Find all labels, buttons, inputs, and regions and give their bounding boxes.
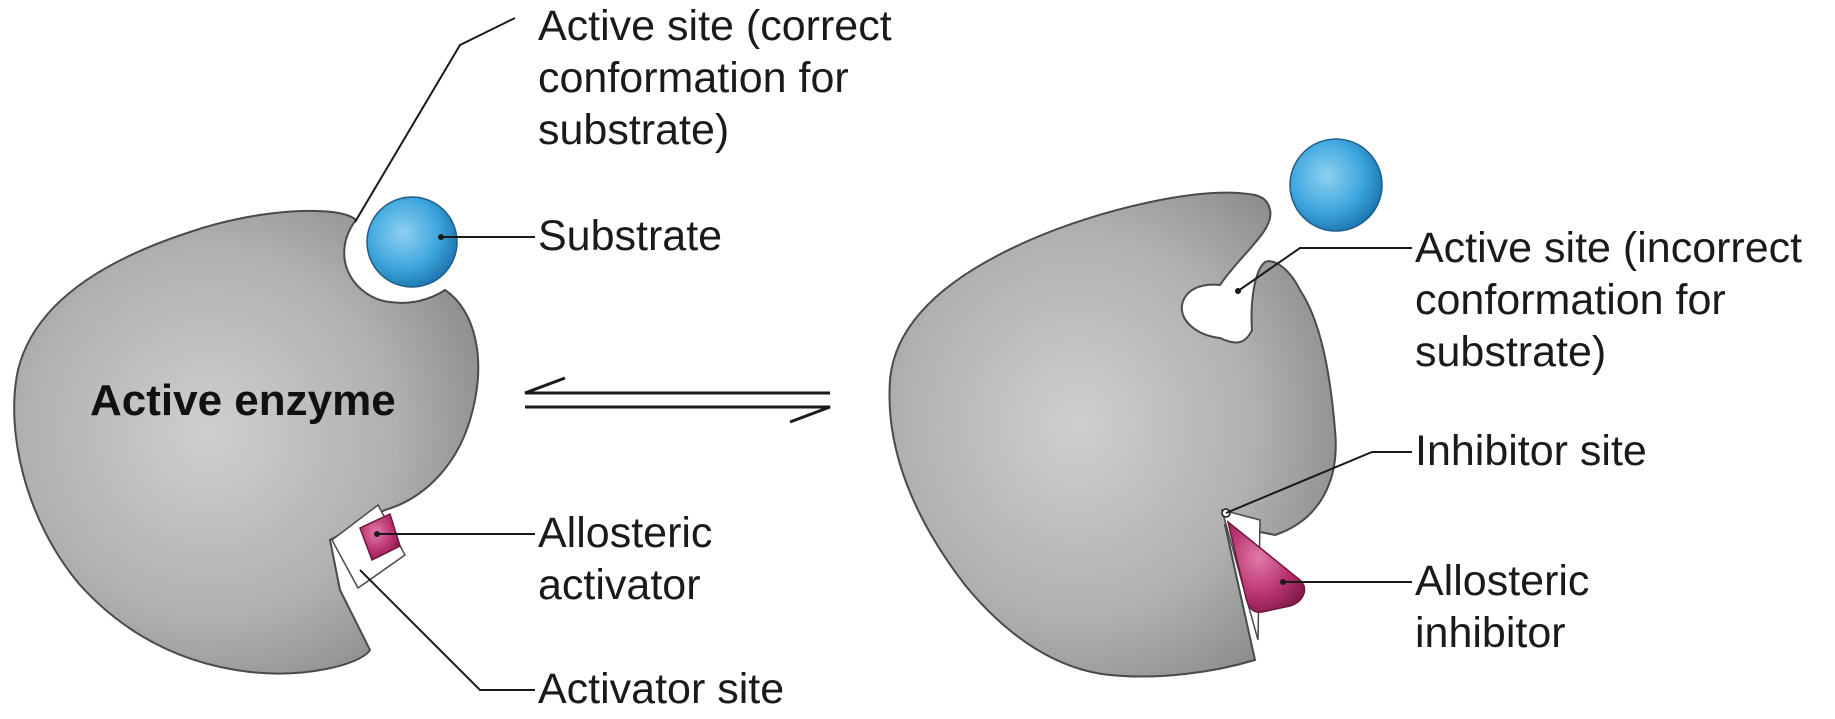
- equilibrium-arrows: [525, 378, 830, 422]
- forward-arrow: [525, 407, 830, 422]
- allosteric-activator-line-1: Allosteric: [538, 509, 712, 557]
- active-enzyme-group: Active enzyme Active site (correct confo…: [14, 2, 903, 713]
- inhibitor-site-label: Inhibitor site: [1415, 427, 1647, 475]
- active-site-correct-line-1: Active site (correct: [538, 2, 892, 50]
- active-site-incorrect-line-2: conformation for: [1415, 276, 1726, 324]
- allosteric-activator-label: Allosteric activator: [538, 509, 724, 609]
- active-enzyme-title: Active enzyme: [90, 376, 396, 425]
- allosteric-inhibitor-line-2: inhibitor: [1415, 609, 1566, 657]
- active-site-correct-label: Active site (correct conformation for su…: [538, 2, 904, 154]
- substrate-label: Substrate: [538, 212, 722, 260]
- allosteric-inhibitor-label: Allosteric inhibitor: [1415, 557, 1601, 657]
- allosteric-activator-line-2: activator: [538, 561, 701, 609]
- active-site-incorrect-line-3: substrate): [1415, 328, 1606, 376]
- reverse-arrow: [525, 378, 830, 393]
- active-site-incorrect-line-1: Active site (incorrect: [1415, 224, 1802, 272]
- allosteric-inhibitor-line-1: Allosteric: [1415, 557, 1589, 605]
- substrate: [367, 197, 457, 287]
- active-site-correct-line-3: substrate): [538, 106, 729, 154]
- inactive-enzyme-group: Active site (incorrect conformation for …: [889, 139, 1814, 677]
- active-site-incorrect-label: Active site (incorrect conformation for …: [1415, 224, 1814, 376]
- activator-site-leader: [360, 570, 535, 690]
- activator-site-label: Activator site: [538, 665, 784, 713]
- free-substrate: [1290, 139, 1382, 231]
- active-site-leader: [355, 18, 515, 222]
- active-site-correct-line-2: conformation for: [538, 54, 849, 102]
